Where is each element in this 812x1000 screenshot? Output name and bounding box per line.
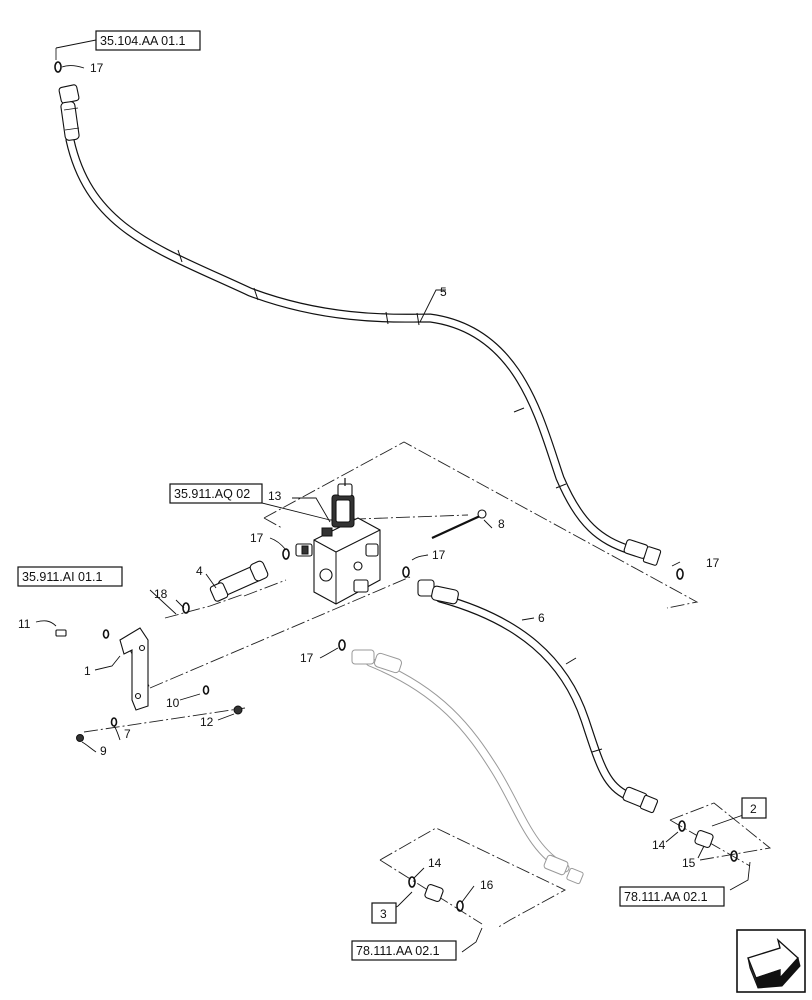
assembly-lines xyxy=(55,48,772,929)
next-page-arrow-icon[interactable] xyxy=(736,929,806,993)
callout-15: 15 xyxy=(682,856,696,870)
callout-12: 12 xyxy=(200,715,214,729)
ref-box-78-111-aa-bottom[interactable]: 78.111.AA 02.1 xyxy=(351,940,457,961)
callout-4: 4 xyxy=(196,564,203,578)
ref-box-35-911-aq[interactable]: 35.911.AQ 02 xyxy=(169,483,263,504)
callout-14-bottom: 14 xyxy=(428,856,442,870)
callout-17-lower: 17 xyxy=(300,651,314,665)
ref-box-35-104-aa[interactable]: 35.104.AA 01.1 xyxy=(95,30,201,51)
callout-7: 7 xyxy=(124,727,131,741)
callout-5: 5 xyxy=(440,285,447,299)
ref-label-35-911-ai: 35.911.AI 01.1 xyxy=(22,570,102,584)
group-label-2: 2 xyxy=(750,802,757,816)
hardware xyxy=(54,61,738,912)
group-box-2: 2 xyxy=(741,797,767,819)
group-box-3: 3 xyxy=(371,902,397,924)
callout-13: 13 xyxy=(268,489,282,503)
ref-label-35-104-aa: 35.104.AA 01.1 xyxy=(100,34,186,48)
callout-8: 8 xyxy=(498,517,505,531)
hose-lower xyxy=(351,649,584,885)
callout-1: 1 xyxy=(84,664,91,678)
callout-17-top: 17 xyxy=(90,61,104,75)
leader-lines xyxy=(35,39,751,953)
adapter-4 xyxy=(209,560,269,602)
ref-box-35-911-ai[interactable]: 35.911.AI 01.1 xyxy=(17,566,123,587)
callout-6: 6 xyxy=(538,611,545,625)
ref-label-78-111-aa-bottom: 78.111.AA 02.1 xyxy=(356,944,440,958)
callout-9: 9 xyxy=(100,744,107,758)
ref-label-35-911-aq: 35.911.AQ 02 xyxy=(174,487,250,501)
group-label-3: 3 xyxy=(380,907,387,921)
valve-block-13 xyxy=(295,478,381,605)
hose-5 xyxy=(58,84,662,566)
ref-box-78-111-aa-right[interactable]: 78.111.AA 02.1 xyxy=(619,886,725,907)
callout-17-valve: 17 xyxy=(250,531,264,545)
bracket-1 xyxy=(119,627,149,711)
callout-16: 16 xyxy=(480,878,494,892)
callout-17-hose5: 17 xyxy=(706,556,720,570)
callout-10: 10 xyxy=(166,696,180,710)
hose-6 xyxy=(417,579,659,814)
callouts: 17 5 13 8 17 17 17 4 18 11 1 10 12 7 9 6… xyxy=(18,61,720,892)
callout-18: 18 xyxy=(154,587,168,601)
callout-17-right: 17 xyxy=(432,548,446,562)
ref-label-78-111-aa-right: 78.111.AA 02.1 xyxy=(624,890,708,904)
callout-14-right: 14 xyxy=(652,838,666,852)
callout-11: 11 xyxy=(18,617,31,631)
